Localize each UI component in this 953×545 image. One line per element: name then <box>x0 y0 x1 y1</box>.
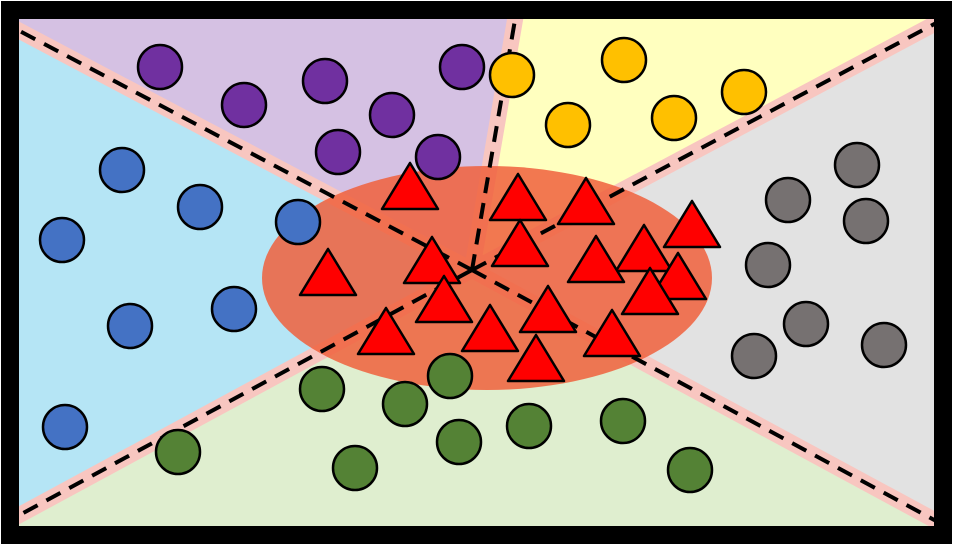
point-triangle-14 <box>356 306 416 356</box>
point-circle-gray-1 <box>833 141 881 189</box>
point-triangle-1 <box>380 161 440 211</box>
point-circle-purple-2 <box>220 81 268 129</box>
point-triangle-7 <box>298 247 358 297</box>
point-circle-gray-5 <box>782 300 830 348</box>
point-circle-blue-4 <box>274 198 322 246</box>
point-circle-blue-1 <box>98 146 146 194</box>
point-triangle-15 <box>460 303 520 353</box>
boundary-line-topRight <box>471 20 939 272</box>
point-circle-blue-6 <box>106 302 154 350</box>
point-triangle-13 <box>518 284 578 334</box>
point-triangle-5 <box>490 218 550 268</box>
point-triangle-4 <box>662 199 722 249</box>
point-circle-gray-6 <box>730 332 778 380</box>
point-circle-green-3 <box>381 380 429 428</box>
boundary-line-botLeft <box>14 268 473 520</box>
point-triangle-6 <box>614 223 674 273</box>
circles-layer <box>38 36 908 494</box>
point-circle-green-8 <box>331 444 379 492</box>
point-circle-green-9 <box>666 446 714 494</box>
point-circle-yellow-4 <box>650 94 698 142</box>
point-circle-yellow-3 <box>544 101 592 149</box>
point-circle-green-1 <box>298 365 346 413</box>
point-circle-gray-3 <box>842 197 890 245</box>
point-triangle-16 <box>582 308 642 358</box>
point-circle-green-5 <box>505 402 553 450</box>
point-circle-green-2 <box>426 352 474 400</box>
point-triangle-11 <box>620 266 680 316</box>
point-triangle-3 <box>556 176 616 226</box>
point-circle-yellow-5 <box>720 68 768 116</box>
point-circle-green-6 <box>599 397 647 445</box>
point-circle-purple-1 <box>136 43 184 91</box>
point-circle-yellow-2 <box>600 36 648 84</box>
point-triangle-17 <box>506 333 566 383</box>
point-circle-gray-7 <box>860 321 908 369</box>
point-circle-gray-2 <box>764 176 812 224</box>
point-circle-blue-7 <box>41 403 89 451</box>
point-circle-green-7 <box>154 428 202 476</box>
point-circle-blue-2 <box>176 183 224 231</box>
boundary-line-topLeft <box>14 26 473 272</box>
point-triangle-8 <box>402 235 462 285</box>
point-circle-yellow-1 <box>488 51 536 99</box>
point-triangle-12 <box>414 274 474 324</box>
point-circle-blue-5 <box>210 285 258 333</box>
point-triangle-2 <box>488 172 548 222</box>
point-circle-purple-5 <box>314 128 362 176</box>
point-triangle-9 <box>566 234 626 284</box>
point-circle-purple-4 <box>368 91 416 139</box>
point-circle-blue-3 <box>38 216 86 264</box>
point-circle-gray-4 <box>744 241 792 289</box>
point-circle-green-4 <box>435 418 483 466</box>
point-circle-purple-6 <box>438 43 486 91</box>
triangles-layer <box>298 161 722 383</box>
point-circle-purple-3 <box>301 57 349 105</box>
point-triangle-10 <box>648 251 708 301</box>
point-circle-purple-7 <box>414 133 462 181</box>
